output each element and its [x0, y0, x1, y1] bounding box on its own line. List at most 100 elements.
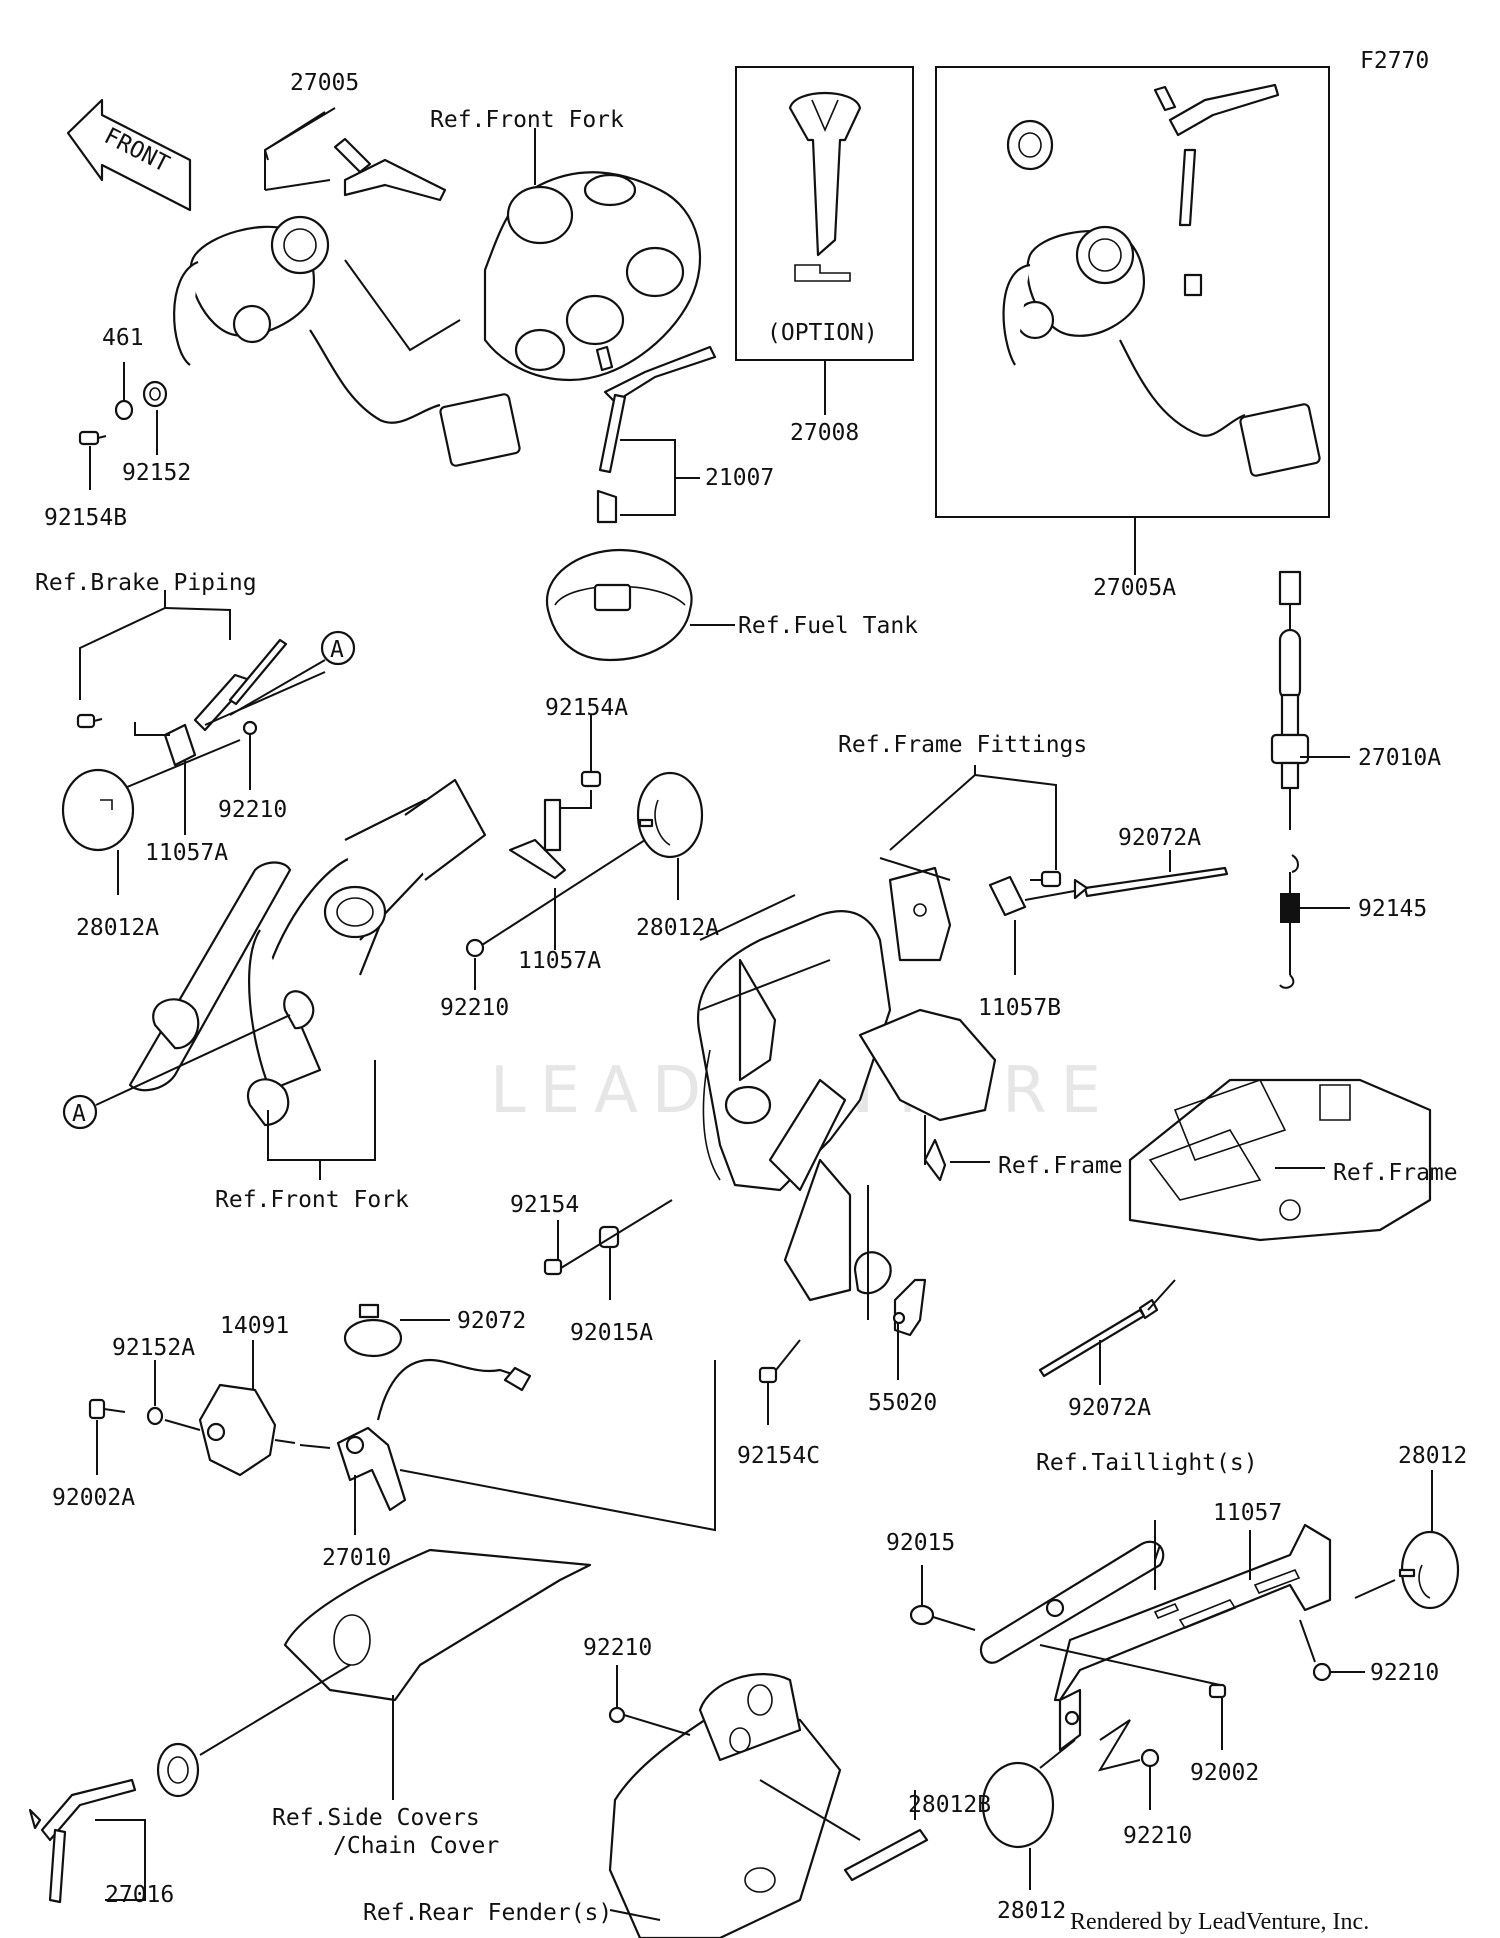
- nut-92152: [142, 380, 168, 408]
- label-14091: 14091: [220, 1313, 289, 1339]
- ref-front-fork-bottom: Ref.Front Fork: [215, 1187, 409, 1213]
- ref-rear-fender: Ref.Rear Fender(s): [363, 1900, 612, 1926]
- label-92210-fender: 92210: [583, 1635, 652, 1661]
- label-55020: 55020: [868, 1390, 937, 1416]
- label-28012-right: 28012: [1398, 1443, 1467, 1469]
- label-92015A: 92015A: [570, 1320, 653, 1346]
- spring-92145: [1279, 854, 1300, 989]
- ref-frame-2: Ref.Frame: [1333, 1160, 1458, 1186]
- top-triple-clamp: [483, 171, 702, 382]
- callout-A-top: [320, 630, 356, 666]
- label-92154A: 92154A: [545, 695, 628, 721]
- washer-92152A: [146, 1406, 164, 1426]
- nut-92210-bottom: [1140, 1748, 1160, 1768]
- label-28012B: 28012B: [908, 1792, 991, 1818]
- reflector-28012B: [843, 1828, 929, 1882]
- rear-frame-section: [1128, 1078, 1432, 1242]
- tie-92072A-top: [1073, 866, 1229, 900]
- label-92154B: 92154B: [44, 505, 127, 531]
- credit-text: Rendered by LeadVenture, Inc.: [1070, 1909, 1369, 1935]
- reflector-28012-bottom: [981, 1761, 1055, 1849]
- label-92154: 92154: [510, 1192, 579, 1218]
- plate-55020: [892, 1278, 927, 1337]
- ref-frame-fittings: Ref.Frame Fittings: [838, 732, 1087, 758]
- nut-92210-middle: [465, 938, 485, 958]
- frame-assembly: [697, 910, 997, 1302]
- label-11057A-middle: 11057A: [518, 948, 601, 974]
- fuel-cap: [545, 548, 693, 662]
- ref-front-fork-top: Ref.Front Fork: [430, 107, 624, 133]
- label-92072A-bottom: 92072A: [1068, 1395, 1151, 1421]
- label-27005A: 27005A: [1093, 575, 1176, 601]
- set-box-27005A: [935, 66, 1330, 518]
- label-11057A-left: 11057A: [145, 840, 228, 866]
- nut-92210-fender: [608, 1706, 626, 1724]
- bolt-92154: [543, 1258, 563, 1276]
- bracket-11057B: [988, 875, 1027, 917]
- ref-taillights: Ref.Taillight(s): [1036, 1450, 1258, 1476]
- rear-fender: [608, 1673, 842, 1938]
- callout-A-bottom: [62, 1094, 98, 1130]
- label-28012-bottom: 28012: [997, 1898, 1066, 1924]
- clamp-11057A-left: [163, 638, 288, 767]
- label-92210-left: 92210: [218, 797, 287, 823]
- nut-92210-right: [1312, 1662, 1332, 1682]
- label-11057: 11057: [1213, 1500, 1282, 1526]
- reflector-28012-right: [1398, 1530, 1460, 1610]
- washer-461: [114, 399, 134, 421]
- ref-brake-piping: Ref.Brake Piping: [35, 570, 257, 596]
- ref-frame-1: Ref.Frame: [998, 1153, 1123, 1179]
- clamp-11057A-middle: [508, 798, 567, 880]
- cover-14091: [198, 1383, 296, 1477]
- blank-key-27008: [788, 92, 862, 282]
- callout-A-top-label: A: [330, 637, 344, 663]
- label-92145: 92145: [1358, 896, 1427, 922]
- ref-side-covers: Ref.Side Covers: [272, 1805, 480, 1831]
- ignition-switch-27005A: [1002, 83, 1321, 477]
- reflector-28012A-left: [61, 768, 135, 852]
- nut-92015: [909, 1604, 935, 1626]
- label-92072: 92072: [457, 1308, 526, 1334]
- bolt-92002A: [88, 1398, 126, 1420]
- label-27005: 27005: [290, 70, 359, 96]
- ref-chain-cover: /Chain Cover: [333, 1833, 499, 1859]
- front-direction-arrow: FRONT: [66, 98, 192, 212]
- screw-brake-clamp: [76, 713, 103, 729]
- label-92210-middle: 92210: [440, 995, 509, 1021]
- reflector-28012A-middle: [636, 771, 704, 859]
- bolt-92154B: [78, 430, 107, 446]
- label-92152A: 92152A: [112, 1335, 195, 1361]
- label-28012A-middle: 28012A: [636, 915, 719, 941]
- tie-92072A-bottom: [1038, 1298, 1159, 1378]
- taillight-bracket: [979, 1540, 1165, 1664]
- front-fork-lower: [128, 778, 487, 1127]
- label-11057B: 11057B: [978, 995, 1061, 1021]
- ignition-switch-27005: [173, 137, 521, 467]
- key-27016: [28, 1778, 137, 1904]
- label-27010: 27010: [322, 1545, 391, 1571]
- sensor-27010: [336, 1358, 532, 1512]
- bracket-11057: [1053, 1523, 1332, 1752]
- label-92002A: 92002A: [52, 1485, 135, 1511]
- label-92210-bottom: 92210: [1123, 1823, 1192, 1849]
- collar-92015A: [598, 1225, 620, 1249]
- sensor-27010A: [1270, 570, 1310, 830]
- label-92002: 92002: [1190, 1760, 1259, 1786]
- label-28012A-left: 28012A: [76, 915, 159, 941]
- bolt-92154A: [580, 715, 602, 788]
- label-27008: 27008: [790, 420, 859, 446]
- label-27010A: 27010A: [1358, 745, 1441, 771]
- diagram-code: F2770: [1360, 48, 1429, 74]
- label-92154C: 92154C: [737, 1443, 820, 1469]
- label-92152: 92152: [122, 460, 191, 486]
- bolt-92002: [1208, 1683, 1227, 1699]
- label-92072A-top: 92072A: [1118, 825, 1201, 851]
- label-27016: 27016: [105, 1882, 174, 1908]
- side-cover: [283, 1548, 592, 1702]
- option-label: (OPTION): [767, 320, 878, 346]
- label-92015: 92015: [886, 1530, 955, 1556]
- bracket-frame-fitting: [888, 866, 952, 962]
- callout-A-bottom-label: A: [72, 1101, 86, 1127]
- label-92210-right: 92210: [1370, 1660, 1439, 1686]
